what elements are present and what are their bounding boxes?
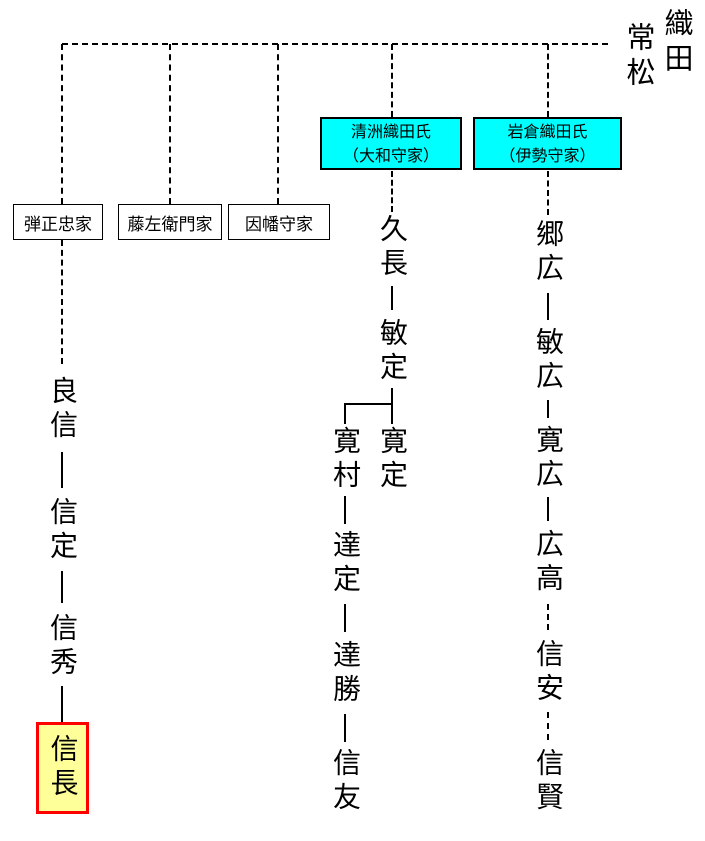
clan-iwakura-name: 岩倉織田氏 xyxy=(507,122,588,142)
clan-kiyosu-subtitle: （大和守家） xyxy=(342,145,439,165)
edge-drop-inaba-house xyxy=(277,44,279,204)
edge-nobuhide-nobunaga xyxy=(61,686,63,722)
edge-tatsusada-tatsukatsu xyxy=(344,604,346,632)
person-yoshinobu: 良信 xyxy=(46,376,79,444)
edge-tatsukatsu-nobutomo xyxy=(344,714,346,742)
edge-nobuyasu-nobukata-dashed xyxy=(547,712,549,740)
edge-hirohiro-hirotaka xyxy=(547,497,549,521)
person-hirohiro: 寛広 xyxy=(532,425,565,493)
edge-danjo-house-to-yoshinobu xyxy=(61,240,63,364)
house-danjo-chu-label: 弾正忠家 xyxy=(24,214,92,235)
root-ancestor-name: 常松 xyxy=(622,22,656,92)
person-nobusada: 信定 xyxy=(46,497,79,565)
edge-nobusada-nobuhide xyxy=(61,571,63,603)
clan-kiyosu-name: 清洲織田氏 xyxy=(350,122,431,142)
house-inaba-label: 因幡守家 xyxy=(245,214,313,235)
edge-hiromura-tatsusada xyxy=(344,496,346,524)
person-nobukata: 信賢 xyxy=(532,748,565,816)
clan-box-iwakura: 岩倉織田氏 （伊勢守家） xyxy=(473,117,622,170)
person-hiromura: 寛村 xyxy=(329,426,362,494)
edge-satohiro-toshihiro xyxy=(547,293,549,320)
house-tozaemon-label: 藤左衛門家 xyxy=(127,214,213,235)
edge-drop-iwakura-clan xyxy=(547,44,549,117)
person-tatsusada: 達定 xyxy=(329,530,362,598)
person-toshihiro: 敏広 xyxy=(532,327,565,395)
person-hirosada: 寛定 xyxy=(376,426,409,494)
person-satohiro: 郷広 xyxy=(532,219,565,287)
person-nobuyasu: 信安 xyxy=(532,639,565,707)
person-nobuhide: 信秀 xyxy=(46,613,79,681)
person-hirotaka: 広高 xyxy=(532,529,565,597)
edge-iwakura-clan-to-satohiro xyxy=(547,171,549,215)
edge-drop-kiyosu-clan xyxy=(391,44,393,117)
edge-branch-to-hiromura xyxy=(344,404,346,424)
person-toshisada: 敏定 xyxy=(376,318,409,386)
clan-iwakura-subtitle: （伊勢守家） xyxy=(499,145,596,165)
person-nobutomo: 信友 xyxy=(329,748,362,816)
edge-hirotaka-nobuyasu-dashed xyxy=(547,604,549,630)
house-box-danjo-chu: 弾正忠家 xyxy=(13,204,103,240)
edge-toshihiro-hirohiro xyxy=(547,400,549,418)
edge-hisanaga-toshisada xyxy=(391,286,393,310)
edge-yoshinobu-nobusada xyxy=(61,452,63,488)
edge-sibling-branch-horizontal xyxy=(344,403,392,405)
person-nobunaga: 信長 xyxy=(46,734,80,802)
edge-root-horizontal xyxy=(62,43,608,45)
clan-box-kiyosu: 清洲織田氏 （大和守家） xyxy=(320,117,462,170)
house-box-tozaemon: 藤左衛門家 xyxy=(118,204,222,240)
root-clan-name: 織田 xyxy=(660,8,694,78)
edge-drop-danjo-house xyxy=(61,44,63,204)
edge-drop-tozaemon-house xyxy=(169,44,171,204)
edge-toshisada-hirosada xyxy=(391,388,393,424)
person-nobunaga-highlight-box: 信長 xyxy=(36,722,89,814)
person-hisanaga: 久長 xyxy=(376,214,409,282)
person-tatsukatsu: 達勝 xyxy=(329,640,362,708)
edge-kiyosu-clan-to-hisanaga xyxy=(391,171,393,212)
house-box-inaba: 因幡守家 xyxy=(228,204,330,240)
